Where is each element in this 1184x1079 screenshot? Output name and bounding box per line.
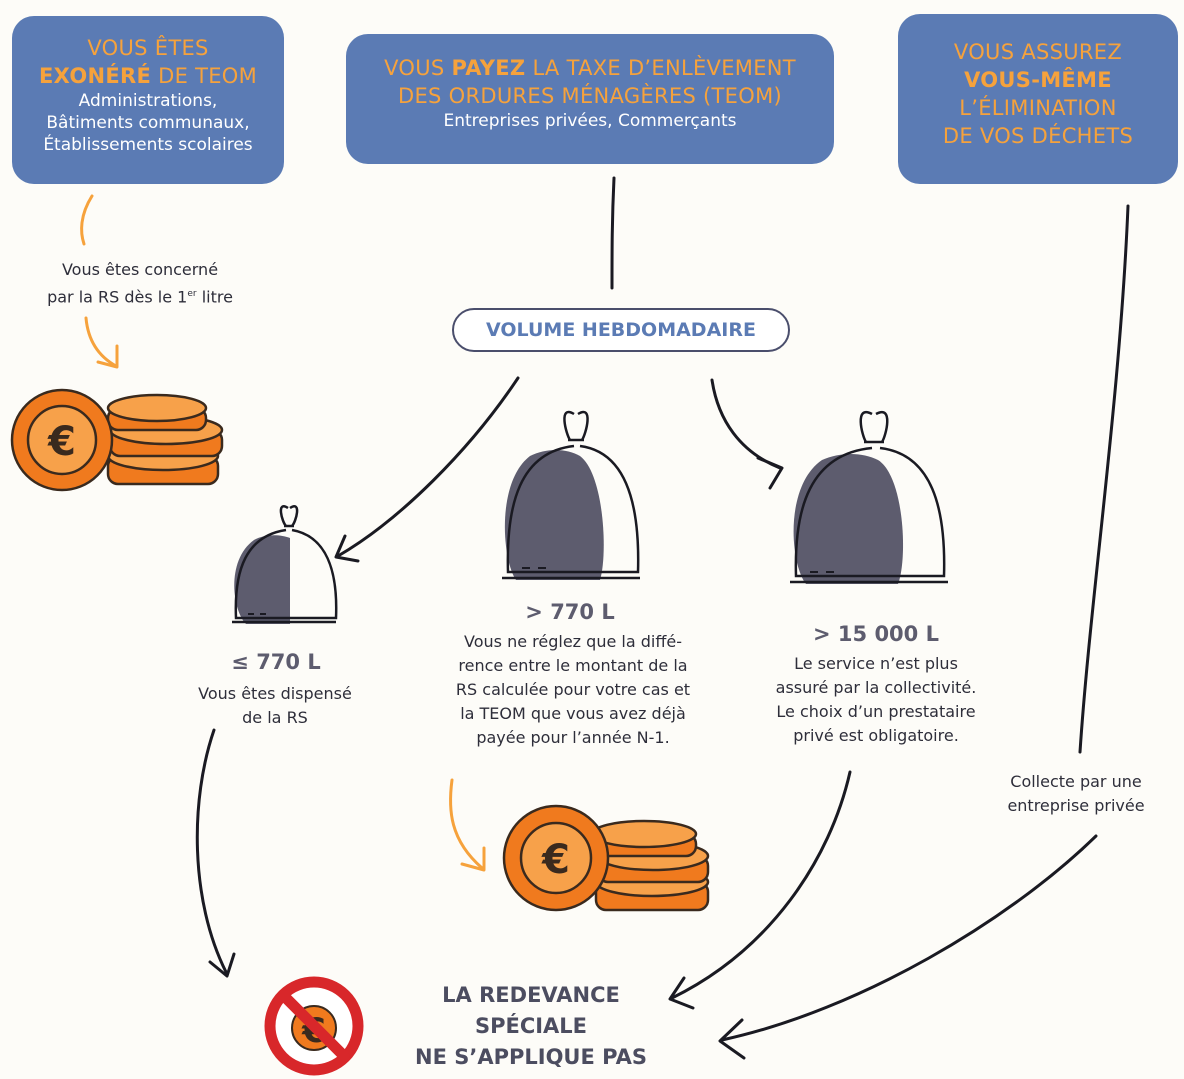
exonere-detail-1: Administrations, <box>78 91 218 111</box>
mid-line4: la TEOM que vous avez déjà <box>460 704 686 723</box>
large-line4: privé est obligatoire. <box>793 726 959 745</box>
small-text: Vous êtes dispensé de la RS <box>170 682 380 730</box>
payez-part1: VOUS <box>384 56 452 80</box>
mid-value: > 770 L <box>525 600 615 624</box>
exonere-detail-2: Bâtiments communaux, <box>46 113 250 133</box>
exonere-detail-3: Établissements scolaires <box>43 135 253 155</box>
trash-bag-icon-medium <box>502 410 640 580</box>
payez-bold: PAYEZ <box>451 56 526 80</box>
assurez-line3: L’ÉLIMINATION <box>959 96 1117 120</box>
volume-hebdomadaire: VOLUME HEBDOMADAIRE <box>452 308 790 352</box>
mid-line5: payée pour l’année N-1. <box>476 728 670 747</box>
svg-text:€: € <box>47 419 76 465</box>
euro-coins-icon: € <box>10 388 224 492</box>
payez-details: Entreprises privées, Commerçants <box>443 111 737 131</box>
concerne-line2-a: par la RS dès le 1 <box>47 287 188 307</box>
assurez-line1: VOUS ASSUREZ <box>953 40 1123 64</box>
mid-line2: rence entre le montant de la <box>458 656 688 675</box>
trash-bag-icon-small <box>232 505 338 624</box>
small-value: ≤ 770 L <box>231 650 321 674</box>
svg-text:€: € <box>541 837 570 883</box>
collecte-line1: Collecte par une <box>1010 772 1142 791</box>
assurez-line4: DE VOS DÉCHETS <box>942 124 1134 148</box>
box-payez: VOUS PAYEZ LA TAXE D’ENLÈVEMENT DES ORDU… <box>346 34 834 164</box>
box-assurez: VOUS ASSUREZ VOUS-MÊME L’ÉLIMINATION DE … <box>898 14 1178 184</box>
payez-part2: LA TAXE D’ENLÈVEMENT <box>525 56 796 80</box>
collecte-text: Collecte par une entreprise privée <box>984 770 1168 818</box>
concerne-text: Vous êtes concerné par la RS dès le 1er … <box>22 258 258 309</box>
mid-line3: RS calculée pour votre cas et <box>455 680 691 699</box>
large-text: Le service n’est plus assuré par la coll… <box>756 652 996 748</box>
box-exonere-line1: VOUS ÊTES <box>87 36 209 60</box>
concerne-line2-b: litre <box>196 287 233 307</box>
euro-coins-icon-middle: € <box>502 804 710 912</box>
mid-line1: Vous ne réglez que la diffé- <box>464 632 682 651</box>
small-line1: Vous êtes dispensé <box>198 684 352 703</box>
concerne-sup: er <box>187 289 197 299</box>
assurez-line2: VOUS-MÊME <box>964 68 1112 92</box>
box-exonere: VOUS ÊTES EXONÉRÉ DE TEOM Administration… <box>12 16 284 184</box>
large-line2: assuré par la collectivité. <box>775 678 977 697</box>
trash-bag-icon-large <box>790 410 948 584</box>
exonere-rest: DE TEOM <box>151 64 258 88</box>
final-message: LA REDEVANCE SPÉCIALE NE S’APPLIQUE PAS <box>396 980 666 1073</box>
large-value: > 15 000 L <box>813 622 939 646</box>
large-line1: Le service n’est plus <box>794 654 958 673</box>
small-line2: de la RS <box>242 708 308 727</box>
payez-line2: DES ORDURES MÉNAGÈRES (TEOM) <box>397 84 782 108</box>
no-euro-icon: € <box>264 976 364 1076</box>
final-line1: LA REDEVANCE <box>442 983 620 1007</box>
collecte-line2: entreprise privée <box>1007 796 1145 815</box>
exonere-bold: EXONÉRÉ <box>38 64 152 88</box>
final-line2: SPÉCIALE <box>474 1014 588 1038</box>
final-line3: NE S’APPLIQUE PAS <box>415 1045 647 1069</box>
large-line3: Le choix d’un prestataire <box>776 702 976 721</box>
concerne-line1: Vous êtes concerné <box>61 260 219 279</box>
mid-text: Vous ne réglez que la diffé- rence entre… <box>420 630 726 750</box>
